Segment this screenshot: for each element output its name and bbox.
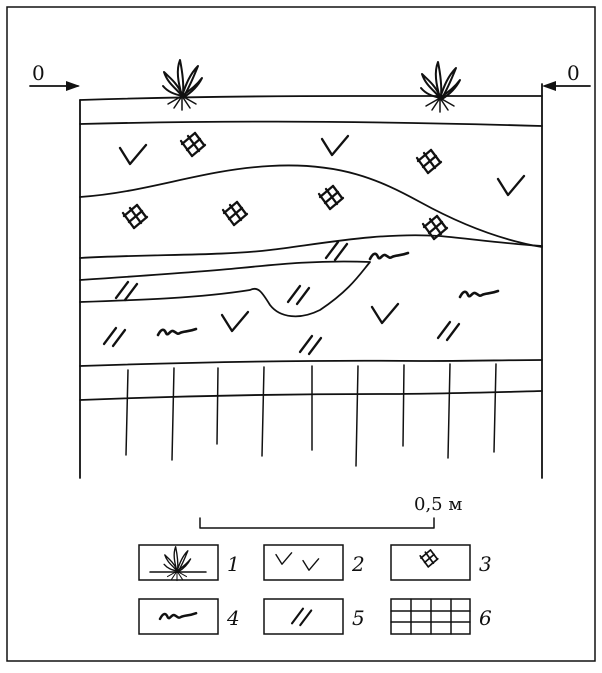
cross-hatch-icon xyxy=(223,202,247,225)
v-mark-icon xyxy=(276,553,292,564)
legend-item-1: 1 xyxy=(139,545,240,581)
legend-number-1: 1 xyxy=(227,552,240,576)
legend-item-5: 5 xyxy=(264,599,365,634)
squiggle-icon xyxy=(370,253,408,259)
legend-item-3: 3 xyxy=(391,545,492,580)
legend-number-6: 6 xyxy=(479,606,492,630)
double-slash-icon xyxy=(104,328,125,346)
legend-number-2: 2 xyxy=(351,552,365,576)
grass-tuft-icon xyxy=(163,60,202,110)
crosshatch-marks xyxy=(123,133,447,239)
v-mark-icon xyxy=(222,312,248,331)
zero-label-left: 0 xyxy=(32,61,45,85)
double-slash-icon xyxy=(300,336,321,354)
bedrock-stripes xyxy=(126,364,496,466)
figure-frame xyxy=(7,7,595,661)
double-slash-icon xyxy=(288,286,309,304)
legend: 1 2 3 4 5 6 xyxy=(139,545,492,634)
v-mark-icon xyxy=(303,559,319,570)
scale-bar: 0,5 м xyxy=(200,494,462,528)
arrow-left-icon xyxy=(542,81,556,91)
horizon-boundaries xyxy=(80,96,542,400)
double-slash-icon xyxy=(438,322,459,340)
grass-tuft-icon xyxy=(164,547,190,581)
squiggle-marks xyxy=(158,253,498,335)
zero-label-right: 0 xyxy=(567,61,580,85)
legend-number-4: 4 xyxy=(226,606,240,630)
legend-item-6: 6 xyxy=(391,599,492,634)
v-mark-icon xyxy=(372,304,398,323)
squiggle-icon xyxy=(160,613,196,619)
legend-number-5: 5 xyxy=(352,606,365,630)
v-marks xyxy=(120,136,524,331)
squiggle-icon xyxy=(158,329,196,335)
v-mark-icon xyxy=(498,176,524,195)
double-slash-icon xyxy=(116,282,137,300)
scale-bar-label: 0,5 м xyxy=(414,494,462,515)
legend-number-3: 3 xyxy=(479,552,492,576)
v-mark-icon xyxy=(322,136,348,155)
double-slash-icon xyxy=(326,242,347,260)
legend-item-4: 4 xyxy=(139,599,240,634)
grid-icon xyxy=(391,599,470,634)
surface-level-mark-right: 0 xyxy=(542,61,590,91)
grass-tuft-icon xyxy=(421,62,460,112)
squiggle-icon xyxy=(460,291,498,297)
cross-hatch-icon xyxy=(420,550,438,567)
double-slash-icon xyxy=(292,609,311,626)
arrow-right-icon xyxy=(66,81,80,91)
v-mark-icon xyxy=(120,145,146,164)
legend-item-2: 2 xyxy=(264,545,365,580)
cross-hatch-icon xyxy=(417,150,441,173)
surface-level-mark-left: 0 xyxy=(30,61,80,91)
cross-hatch-icon xyxy=(181,133,205,156)
cross-hatch-icon xyxy=(319,186,343,209)
cross-hatch-icon xyxy=(123,205,147,228)
